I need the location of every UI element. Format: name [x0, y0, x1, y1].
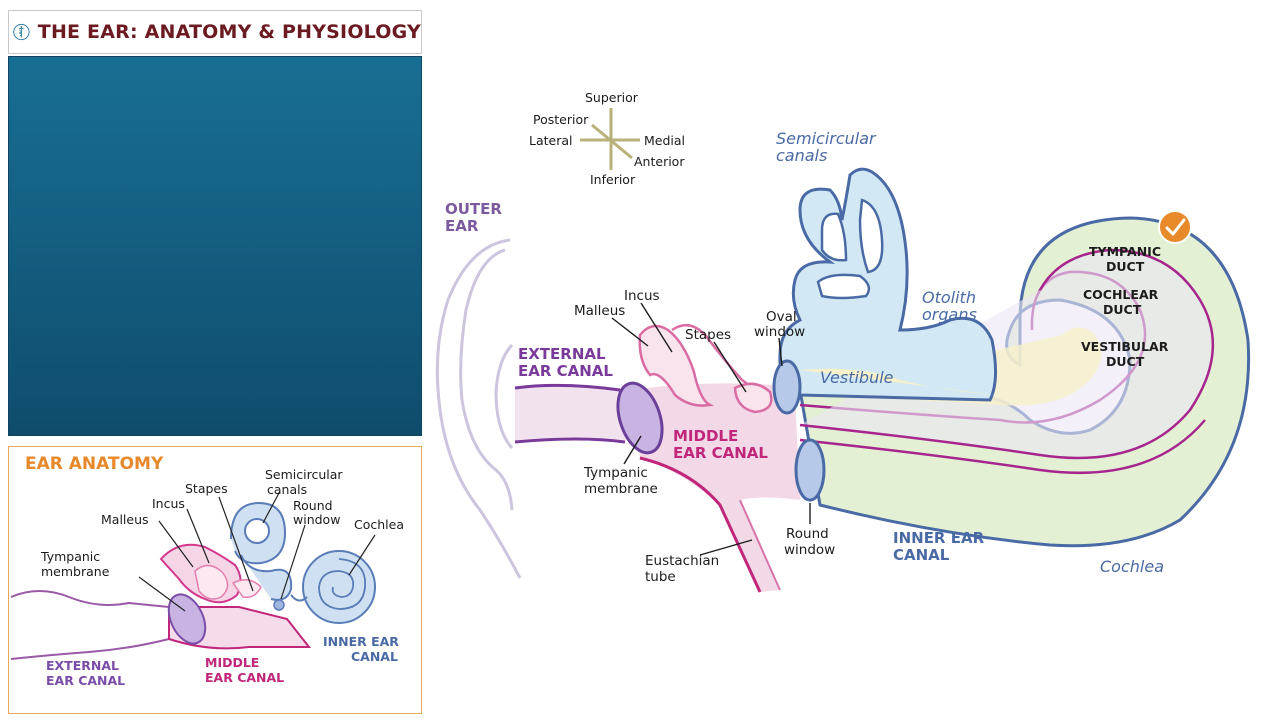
round-window [794, 438, 826, 502]
label-oval-1: Oval [766, 309, 797, 325]
label-vestibule: Vestibule [820, 368, 894, 387]
thumbnail-diagram: Semicircular canals Stapes Incus Malleus… [10, 467, 404, 688]
label-vestibular-duct-2: DUCT [1106, 354, 1145, 369]
label-oval-2: window [754, 324, 805, 340]
thumb-label-round-2: window [293, 512, 340, 527]
oval-window [772, 359, 802, 415]
label-vestibular-duct-1: VESTIBULAR [1081, 339, 1169, 354]
thumb-label-malleus: Malleus [101, 512, 149, 527]
thumbnail-title: EAR ANATOMY [25, 454, 164, 474]
thumb-label-incus: Incus [152, 496, 185, 511]
label-outer-1: OUTER [445, 200, 502, 218]
outer-ear-pinna [435, 238, 522, 579]
tympanic-membrane [616, 381, 664, 455]
label-tympanic-duct-2: DUCT [1106, 259, 1145, 274]
ossicles [638, 323, 773, 414]
external-canal-top [514, 383, 621, 392]
thumb-label-external-1: EXTERNAL [46, 658, 119, 673]
label-outer-2: EAR [445, 217, 479, 235]
label-cochlear-duct-1: COCHLEAR [1083, 287, 1159, 302]
external-canal-bottom [514, 437, 626, 444]
semicircular-canals [778, 167, 997, 402]
compass-superior: Superior [585, 90, 639, 105]
compass-lateral: Lateral [529, 133, 573, 148]
thumb-label-stapes: Stapes [185, 481, 228, 496]
thumb-label-inner-1: INNER EAR [323, 634, 399, 649]
label-incus: Incus [624, 288, 660, 304]
label-middle-1: MIDDLE [673, 427, 738, 445]
page-title: THE EAR: ANATOMY & PHYSIOLOGY [37, 21, 421, 43]
thumb-label-middle-2: EAR CANAL [205, 670, 284, 685]
label-middle-2: EAR CANAL [673, 444, 768, 462]
label-semicircular-1: Semicircular [776, 129, 877, 148]
label-otolith-2: organs [922, 305, 977, 324]
thumb-label-round-1: Round [293, 498, 333, 513]
compass-posterior: Posterior [533, 112, 589, 127]
title-bar: THE EAR: ANATOMY & PHYSIOLOGY [8, 10, 422, 54]
video-panel [8, 56, 422, 436]
compass-inferior: Inferior [590, 172, 636, 187]
label-semicircular-2: canals [776, 146, 827, 165]
thumb-label-cochlea: Cochlea [354, 517, 404, 532]
thumb-label-middle-1: MIDDLE [205, 655, 259, 670]
label-otolith-1: Otolith [922, 288, 976, 307]
eustachian-tube-wall [639, 456, 762, 593]
check-badge-icon[interactable] [1158, 210, 1192, 244]
caduceus-icon [13, 23, 30, 41]
orientation-compass: Superior Posterior Lateral Medial Anteri… [529, 90, 685, 187]
label-tympanic-2: membrane [584, 481, 658, 497]
label-inner-2: CANAL [893, 546, 950, 564]
compass-medial: Medial [644, 133, 685, 148]
thumb-label-tympanic-2: membrane [41, 564, 110, 579]
thumb-label-inner-2: CANAL [351, 649, 398, 664]
label-tympanic-1: Tympanic [583, 465, 648, 481]
label-round-1: Round [786, 526, 829, 542]
compass-anterior: Anterior [634, 154, 685, 169]
thumb-label-tympanic-1: Tympanic [40, 549, 100, 564]
label-round-2: window [784, 542, 835, 558]
external-canal-fill [515, 385, 630, 442]
label-cochlear-duct-2: DUCT [1103, 302, 1142, 317]
label-external-2: EAR CANAL [518, 362, 613, 380]
thumb-label-semicircular-2: canals [267, 482, 307, 497]
thumb-label-semicircular-1: Semicircular [265, 467, 343, 482]
leader-lines [611, 302, 811, 556]
eustachian-tube-inner [739, 499, 781, 591]
label-external-1: EXTERNAL [518, 345, 606, 363]
label-eustachian-1: Eustachian [645, 553, 719, 569]
label-malleus: Malleus [574, 303, 625, 319]
label-inner-1: INNER EAR [893, 529, 985, 547]
thumb-label-external-2: EAR CANAL [46, 673, 125, 688]
ear-anatomy-thumbnail: EAR ANATOMY Semicircular canals Stapes [8, 446, 422, 714]
label-eustachian-2: tube [645, 569, 676, 585]
label-stapes: Stapes [685, 327, 731, 343]
label-tympanic-duct-1: TYMPANIC [1089, 244, 1161, 259]
label-cochlea: Cochlea [1100, 557, 1164, 576]
